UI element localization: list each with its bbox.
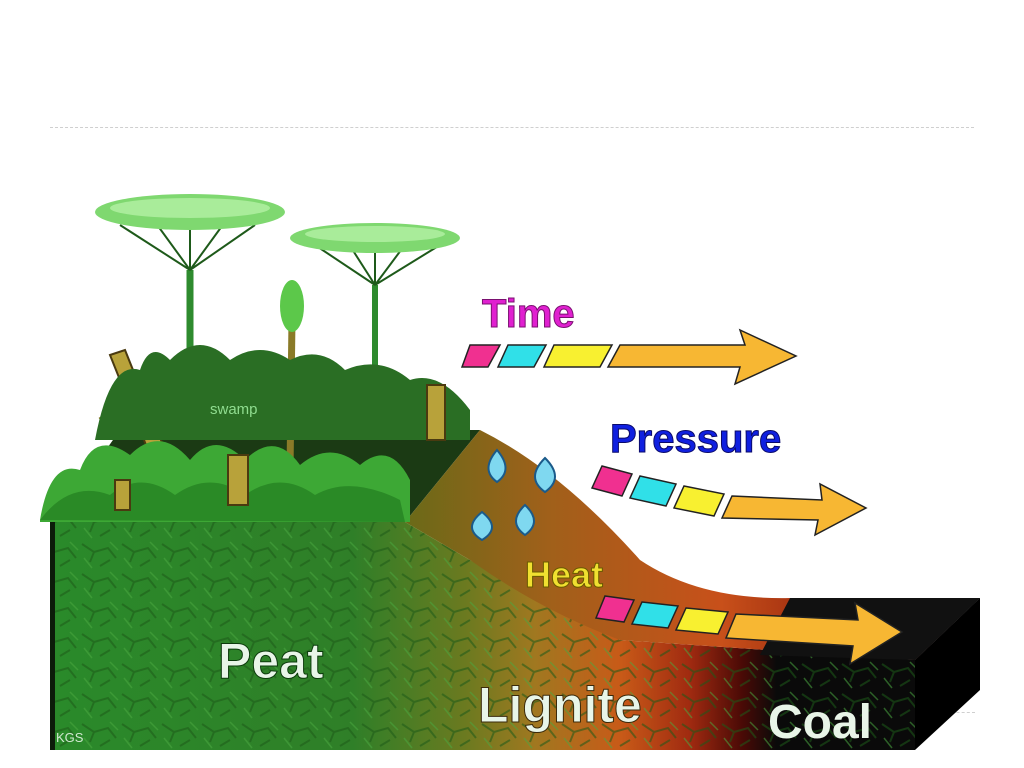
top-divider: [50, 127, 974, 128]
heat-label: Heat: [525, 554, 603, 595]
swatch-yellow: [672, 485, 726, 517]
swatch-pink: [594, 595, 636, 623]
swatch-pink: [460, 344, 502, 368]
stump-icon: [227, 454, 249, 506]
coal-label: Coal: [768, 696, 872, 749]
swatch-yellow: [674, 607, 730, 635]
time-label: Time: [482, 292, 575, 336]
stump-icon: [114, 479, 131, 511]
tree-icon: [290, 223, 460, 440]
arrow-icon: [606, 328, 798, 386]
swamp-vegetation: [40, 345, 470, 522]
pressure-arrow: Pressure: [590, 417, 868, 537]
pressure-label: Pressure: [610, 417, 781, 461]
heat-arrow: Heat: [525, 554, 904, 666]
swatch-yellow: [542, 344, 614, 368]
stump-icon: [426, 384, 446, 441]
swatch-pink: [590, 465, 634, 497]
water-drop-icon: [471, 448, 556, 542]
swatch-cyan: [496, 344, 548, 368]
lignite-label: Lignite: [478, 677, 642, 733]
arrow-icon: [724, 601, 904, 666]
swamp-label: swamp: [210, 401, 258, 418]
swatch-cyan: [630, 601, 680, 629]
peat-label: Peat: [218, 633, 324, 689]
time-arrow: Time: [460, 292, 798, 386]
coal-side-face: [915, 598, 980, 750]
credit-label: KGS: [56, 730, 84, 745]
arrow-icon: [720, 482, 868, 537]
swatch-cyan: [628, 475, 678, 507]
